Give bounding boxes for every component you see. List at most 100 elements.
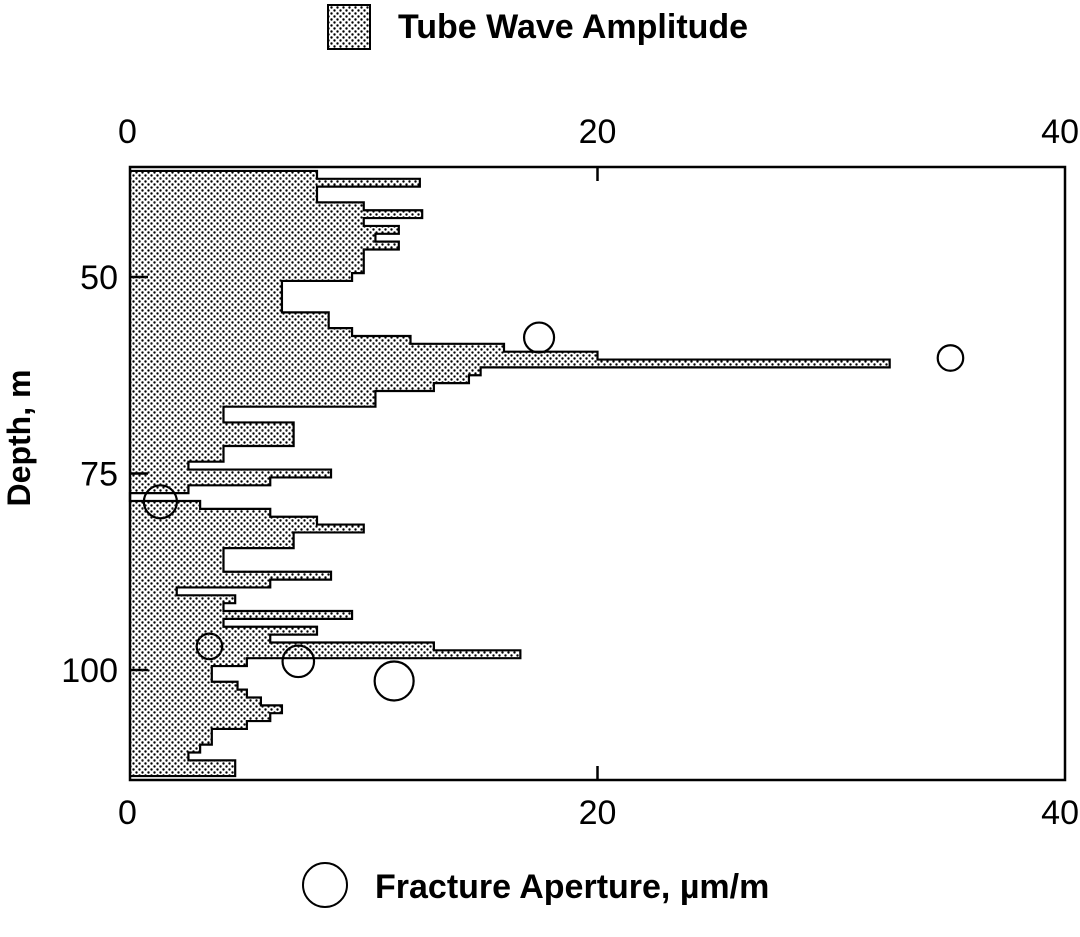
tube-wave-bar <box>130 626 317 635</box>
x-tick-label-top: 0 <box>118 113 137 151</box>
tube-wave-bar <box>130 422 294 431</box>
tube-wave-bar <box>130 202 364 211</box>
tube-wave-bar <box>130 603 224 612</box>
tube-wave-bar <box>130 406 224 415</box>
tube-wave-bar <box>130 186 317 195</box>
tube-wave-bar <box>130 233 376 242</box>
x-tick-label-bottom: 40 <box>1041 794 1079 832</box>
tube-wave-bar <box>130 383 434 391</box>
tube-wave-bar <box>130 689 247 698</box>
tube-wave-bar <box>130 524 364 533</box>
tube-wave-bar <box>130 296 282 305</box>
tube-wave-bar <box>130 249 364 258</box>
tube-wave-bar <box>130 343 504 352</box>
tube-wave-bar <box>130 273 353 281</box>
legend-label-fracture-aperture: Fracture Aperture, µm/m <box>375 868 769 906</box>
tube-wave-bar <box>130 697 261 706</box>
tube-wave-bar <box>130 351 598 360</box>
x-tick-label-bottom: 0 <box>118 794 137 832</box>
x-tick-label-top: 40 <box>1041 113 1079 151</box>
tube-wave-bar <box>130 666 212 674</box>
tube-wave-bar <box>130 280 282 289</box>
tube-wave-bar <box>130 485 189 494</box>
tube-wave-bar <box>130 705 282 714</box>
plot-area <box>128 169 965 778</box>
tube-wave-bar <box>130 587 177 596</box>
tube-wave-bar <box>130 658 247 667</box>
legend-bottom: Fracture Aperture, µm/m <box>302 862 769 908</box>
x-tick-label-bottom: 20 <box>579 794 617 832</box>
fracture-aperture-circle <box>195 632 224 661</box>
tube-wave-bar <box>130 642 434 651</box>
tube-wave-bar <box>130 736 212 745</box>
tube-wave-bar <box>130 611 353 619</box>
axis-ticks: 50 75 100 0 20 40 0 20 40 <box>61 113 1079 832</box>
y-tick-label: 75 <box>80 456 118 494</box>
tube-wave-bar <box>130 548 224 557</box>
tube-wave-bar <box>130 728 212 737</box>
tube-wave-bar <box>130 178 420 187</box>
tube-wave-bar <box>130 595 236 604</box>
tube-wave-bar <box>130 170 317 179</box>
tube-wave-bar <box>130 367 481 376</box>
tube-wave-bar <box>130 375 469 384</box>
y-axis-title: Depth, m <box>1 370 37 507</box>
tube-wave-bar <box>130 304 282 313</box>
tube-wave-bar <box>130 390 376 399</box>
tube-wave-bar <box>130 414 224 423</box>
tube-wave-bar <box>130 768 236 777</box>
tube-wave-bar <box>130 673 212 682</box>
tube-wave-bar <box>130 453 224 462</box>
tube-wave-bar <box>130 469 332 478</box>
tube-wave-bar <box>130 556 224 564</box>
tube-wave-bar <box>130 650 521 659</box>
x-tick-label-top: 20 <box>579 113 617 151</box>
tube-wave-bar <box>130 312 329 321</box>
tube-wave-bar <box>130 430 294 439</box>
tube-wave-bar <box>130 335 411 344</box>
tube-wave-bar <box>130 508 271 517</box>
tube-wave-bar <box>130 194 317 203</box>
tube-wave-bar <box>130 516 317 525</box>
tube-wave-bar <box>130 760 236 769</box>
legend-top: Tube Wave Amplitude <box>327 4 748 50</box>
tube-wave-bar <box>130 681 238 690</box>
tube-wave-bar <box>130 721 247 729</box>
tube-wave-bar <box>130 618 224 627</box>
tube-wave-bar <box>130 752 189 761</box>
fracture-aperture-circle <box>142 484 178 520</box>
tube-wave-bar <box>130 288 282 297</box>
tube-wave-bar <box>130 438 294 446</box>
tube-wave-bar <box>130 445 224 454</box>
tube-wave-bar <box>130 265 364 274</box>
tube-wave-profile-outline <box>128 169 891 778</box>
tube-wave-bar <box>130 532 294 541</box>
tube-wave-bar <box>130 540 294 549</box>
legend-open-circle <box>302 862 348 908</box>
tube-wave-bar <box>130 210 423 219</box>
tube-wave-bar <box>130 563 224 572</box>
y-tick-label: 50 <box>80 259 118 297</box>
legend-label-tube-wave: Tube Wave Amplitude <box>398 8 748 46</box>
tube-wave-bar <box>130 218 364 226</box>
y-tick-label: 100 <box>61 652 118 690</box>
tube-wave-bar <box>130 579 271 588</box>
fracture-aperture-circle <box>373 660 415 702</box>
tube-wave-bar <box>130 241 399 250</box>
tube-wave-bar <box>130 713 271 722</box>
tube-wave-bar <box>130 461 189 470</box>
tube-wave-bar <box>130 571 332 580</box>
fracture-aperture-circle <box>522 321 556 354</box>
fracture-aperture-circle <box>281 644 316 679</box>
tube-wave-bar <box>130 328 353 336</box>
tube-wave-bar <box>130 398 376 407</box>
tube-wave-bar <box>130 225 399 234</box>
tube-wave-bar <box>130 477 271 486</box>
tube-wave-bar <box>130 501 201 509</box>
fracture-aperture-circle <box>936 344 965 372</box>
tube-wave-bar <box>130 744 201 753</box>
tube-wave-bar <box>130 359 890 368</box>
tube-wave-bar <box>130 320 329 329</box>
tube-wave-bar <box>130 257 364 266</box>
